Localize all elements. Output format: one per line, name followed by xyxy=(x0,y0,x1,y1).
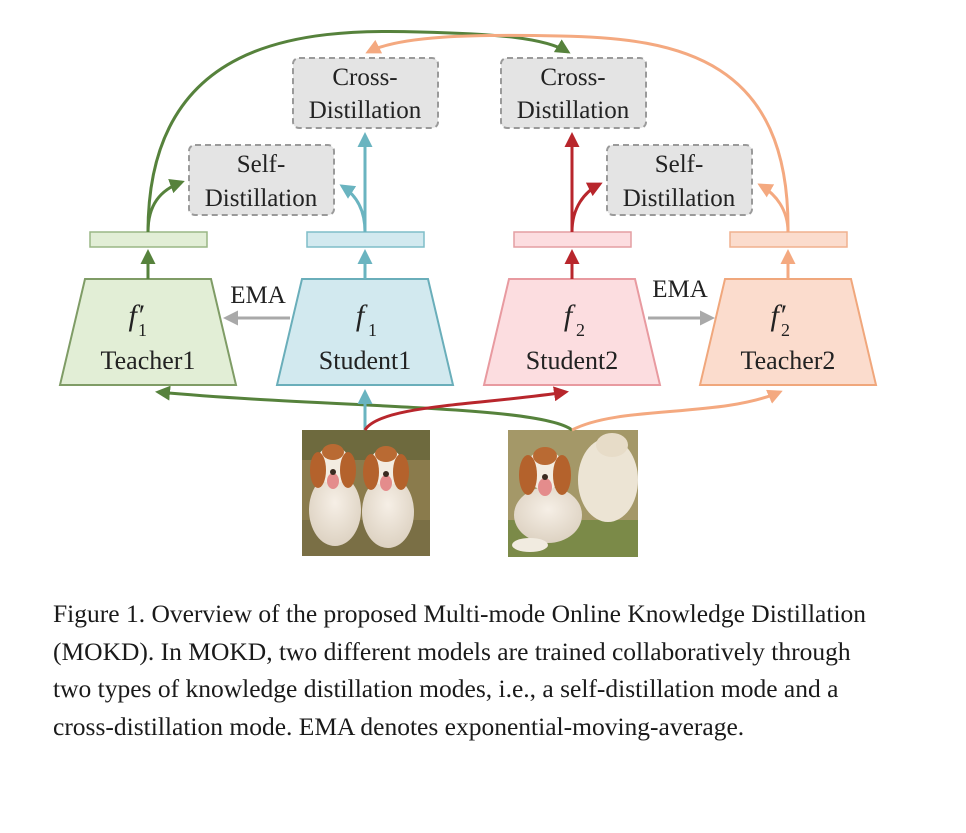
image1-to-teacher1-arrow xyxy=(155,385,573,432)
teacher2-model: f′ 2 Teacher2 xyxy=(698,278,878,386)
svg-text:Teacher2: Teacher2 xyxy=(741,346,836,375)
svg-text:f′: f′ xyxy=(129,299,144,332)
self-distillation-right: Self- Distillation xyxy=(606,144,753,216)
ema-arrow-right: EMA xyxy=(648,276,715,326)
student1-to-self-arrow xyxy=(339,184,367,233)
svg-text:Student2: Student2 xyxy=(526,346,618,375)
svg-text:1: 1 xyxy=(368,320,377,340)
svg-text:Teacher1: Teacher1 xyxy=(101,346,196,375)
figure-caption: Figure 1. Overview of the proposed Multi… xyxy=(53,599,867,741)
teacher1-model: f′ 1 Teacher1 xyxy=(58,278,238,386)
teacher2-to-self-arrow xyxy=(757,183,790,233)
svg-text:Distillation: Distillation xyxy=(309,97,422,124)
svg-text:Self-: Self- xyxy=(655,151,704,178)
cross-distillation-right: Cross- Distillation xyxy=(500,57,647,129)
teacher1-to-cross-right-arc xyxy=(146,29,571,233)
self-distillation-left: Self- Distillation xyxy=(188,144,335,216)
svg-text:Distillation: Distillation xyxy=(205,185,318,212)
svg-text:f′: f′ xyxy=(771,299,786,332)
svg-text:2: 2 xyxy=(576,320,585,340)
svg-text:EMA: EMA xyxy=(230,282,286,309)
input-image-1 xyxy=(302,430,430,556)
teacher1-feature-bar xyxy=(89,231,208,248)
cross-distillation-left: Cross- Distillation xyxy=(292,57,439,129)
ema-arrow-left: EMA xyxy=(223,282,290,326)
teacher2-feature-bar xyxy=(729,231,848,248)
svg-text:2: 2 xyxy=(781,320,790,340)
svg-text:Distillation: Distillation xyxy=(623,185,736,212)
mokd-diagram: Cross- Distillation Cross- Distillation … xyxy=(58,29,878,557)
svg-text:Cross-: Cross- xyxy=(332,64,397,91)
input-image-2 xyxy=(508,430,638,557)
image1-to-student2-arrow xyxy=(363,386,569,431)
svg-text:EMA: EMA xyxy=(652,276,708,303)
teacher2-to-cross-left-arc xyxy=(365,33,790,233)
image2-to-teacher2-arrow xyxy=(571,389,783,432)
student1-model: f 1 Student1 xyxy=(275,278,455,386)
student2-model: f 2 Student2 xyxy=(482,278,662,386)
svg-text:Self-: Self- xyxy=(237,151,286,178)
svg-text:Cross-: Cross- xyxy=(540,64,605,91)
student2-feature-bar xyxy=(513,231,632,248)
student1-feature-bar xyxy=(306,231,425,248)
svg-text:Student1: Student1 xyxy=(319,346,411,375)
student2-to-self-arrow xyxy=(570,182,603,233)
svg-text:Distillation: Distillation xyxy=(517,97,630,124)
svg-text:1: 1 xyxy=(138,320,147,340)
teacher1-to-self-arrow xyxy=(146,179,185,233)
